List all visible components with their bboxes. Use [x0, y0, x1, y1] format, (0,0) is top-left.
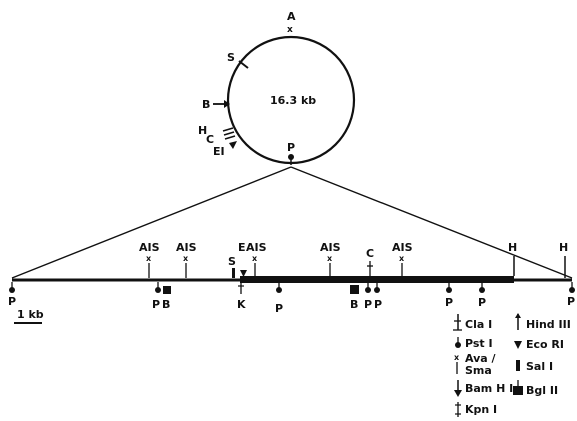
plasmid-site-h-label: H	[198, 124, 207, 137]
ava-marker-icon-2: x	[183, 254, 189, 263]
plasmid-site-c-label: C	[206, 133, 214, 146]
legend-right-2: Eco RI	[526, 338, 564, 351]
legend-sal-icon	[516, 360, 520, 371]
legend-right-4: Bgl II	[526, 384, 558, 397]
plasmid-site-s-label: S	[227, 51, 235, 64]
linear-map-thick-segment	[240, 276, 514, 283]
top-label-h-1: H	[508, 241, 517, 254]
sal-marker-icon	[238, 60, 249, 69]
bottom-label-p-mid: P	[275, 302, 283, 315]
top-label-ais-5: AIS	[392, 241, 413, 254]
bottom-label-p-r1: P	[445, 296, 453, 309]
top-label-e: E	[238, 241, 246, 254]
top-label-s: S	[228, 255, 236, 268]
bottom-label-p-end: P	[567, 295, 575, 308]
plasmid-site-b-label: B	[202, 98, 210, 111]
cla-marker-icon	[223, 131, 235, 136]
legend-bgl-icon	[513, 386, 523, 395]
top-label-ais-3: AIS	[246, 241, 267, 254]
legend-ava-line-1: Ava /	[465, 352, 497, 365]
bottom-label-b-right: B	[350, 298, 358, 311]
legend-ava-line-2: Sma	[465, 364, 492, 377]
bottom-label-k: K	[237, 298, 246, 311]
bottom-label-pp-2: P	[374, 298, 382, 311]
bam-arrow-icon	[224, 100, 230, 108]
scale-bar-label: 1 kb	[17, 308, 44, 321]
plasmid-circle-group: 16.3 kb A x S B H C EI P	[198, 10, 356, 165]
legend-ava-icon: x	[454, 353, 460, 362]
expansion-line-right	[290, 166, 573, 279]
bottom-label-pb-p: P	[152, 298, 160, 311]
bgl-marker-icon-right	[350, 285, 359, 294]
legend-right-3: Sal I	[526, 360, 553, 373]
bottom-label-pp-1: P	[364, 298, 372, 311]
expansion-line-left	[11, 166, 292, 279]
ava-marker-icon-1: x	[146, 254, 152, 263]
ava-marker-icon-3: x	[252, 254, 258, 263]
plasmid-size-label: 16.3 kb	[270, 94, 316, 107]
legend-left-2: Pst I	[465, 337, 493, 350]
ava-sma-marker-icon: x	[287, 25, 293, 35]
ava-marker-icon-4: x	[327, 254, 333, 263]
plasmid-site-ei-label: EI	[213, 145, 225, 158]
bgl-marker-icon-pb	[163, 286, 171, 294]
sal-marker-icon-map	[232, 268, 235, 278]
legend-right-1: Hind III	[526, 318, 571, 331]
bottom-label-p-r2: P	[478, 296, 486, 309]
eco-marker-icon-map	[240, 270, 247, 277]
bottom-label-p-left: P	[8, 295, 16, 308]
plasmid-site-p-label: P	[287, 141, 295, 154]
eco-marker-icon	[229, 141, 237, 149]
bottom-label-pb-b: B	[162, 298, 170, 311]
cla-marker-icon-2	[224, 135, 236, 140]
legend-eco-icon	[514, 341, 522, 349]
top-label-ais-2: AIS	[176, 241, 197, 254]
top-label-ais-1: AIS	[139, 241, 160, 254]
linear-map-group: AIS x AIS x S E AIS x AIS x C AIS x H H …	[8, 241, 575, 315]
top-label-h-2: H	[559, 241, 568, 254]
legend-hind-arrowhead	[515, 313, 521, 318]
scale-bar-group: 1 kb	[14, 308, 44, 324]
hind-marker-icon	[222, 127, 234, 132]
legend-bam-arrowhead	[454, 390, 462, 397]
plasmid-site-a-label: A	[287, 10, 296, 23]
legend-left-4: Bam H I	[465, 382, 513, 395]
ava-marker-icon-5: x	[399, 254, 405, 263]
top-label-c: C	[366, 247, 374, 260]
top-label-ais-4: AIS	[320, 241, 341, 254]
legend-group: Cla I Pst I x Ava / Sma Bam H I Kpn I Hi…	[453, 313, 571, 417]
legend-left-5: Kpn I	[465, 403, 497, 416]
legend-left-1: Cla I	[465, 318, 492, 331]
